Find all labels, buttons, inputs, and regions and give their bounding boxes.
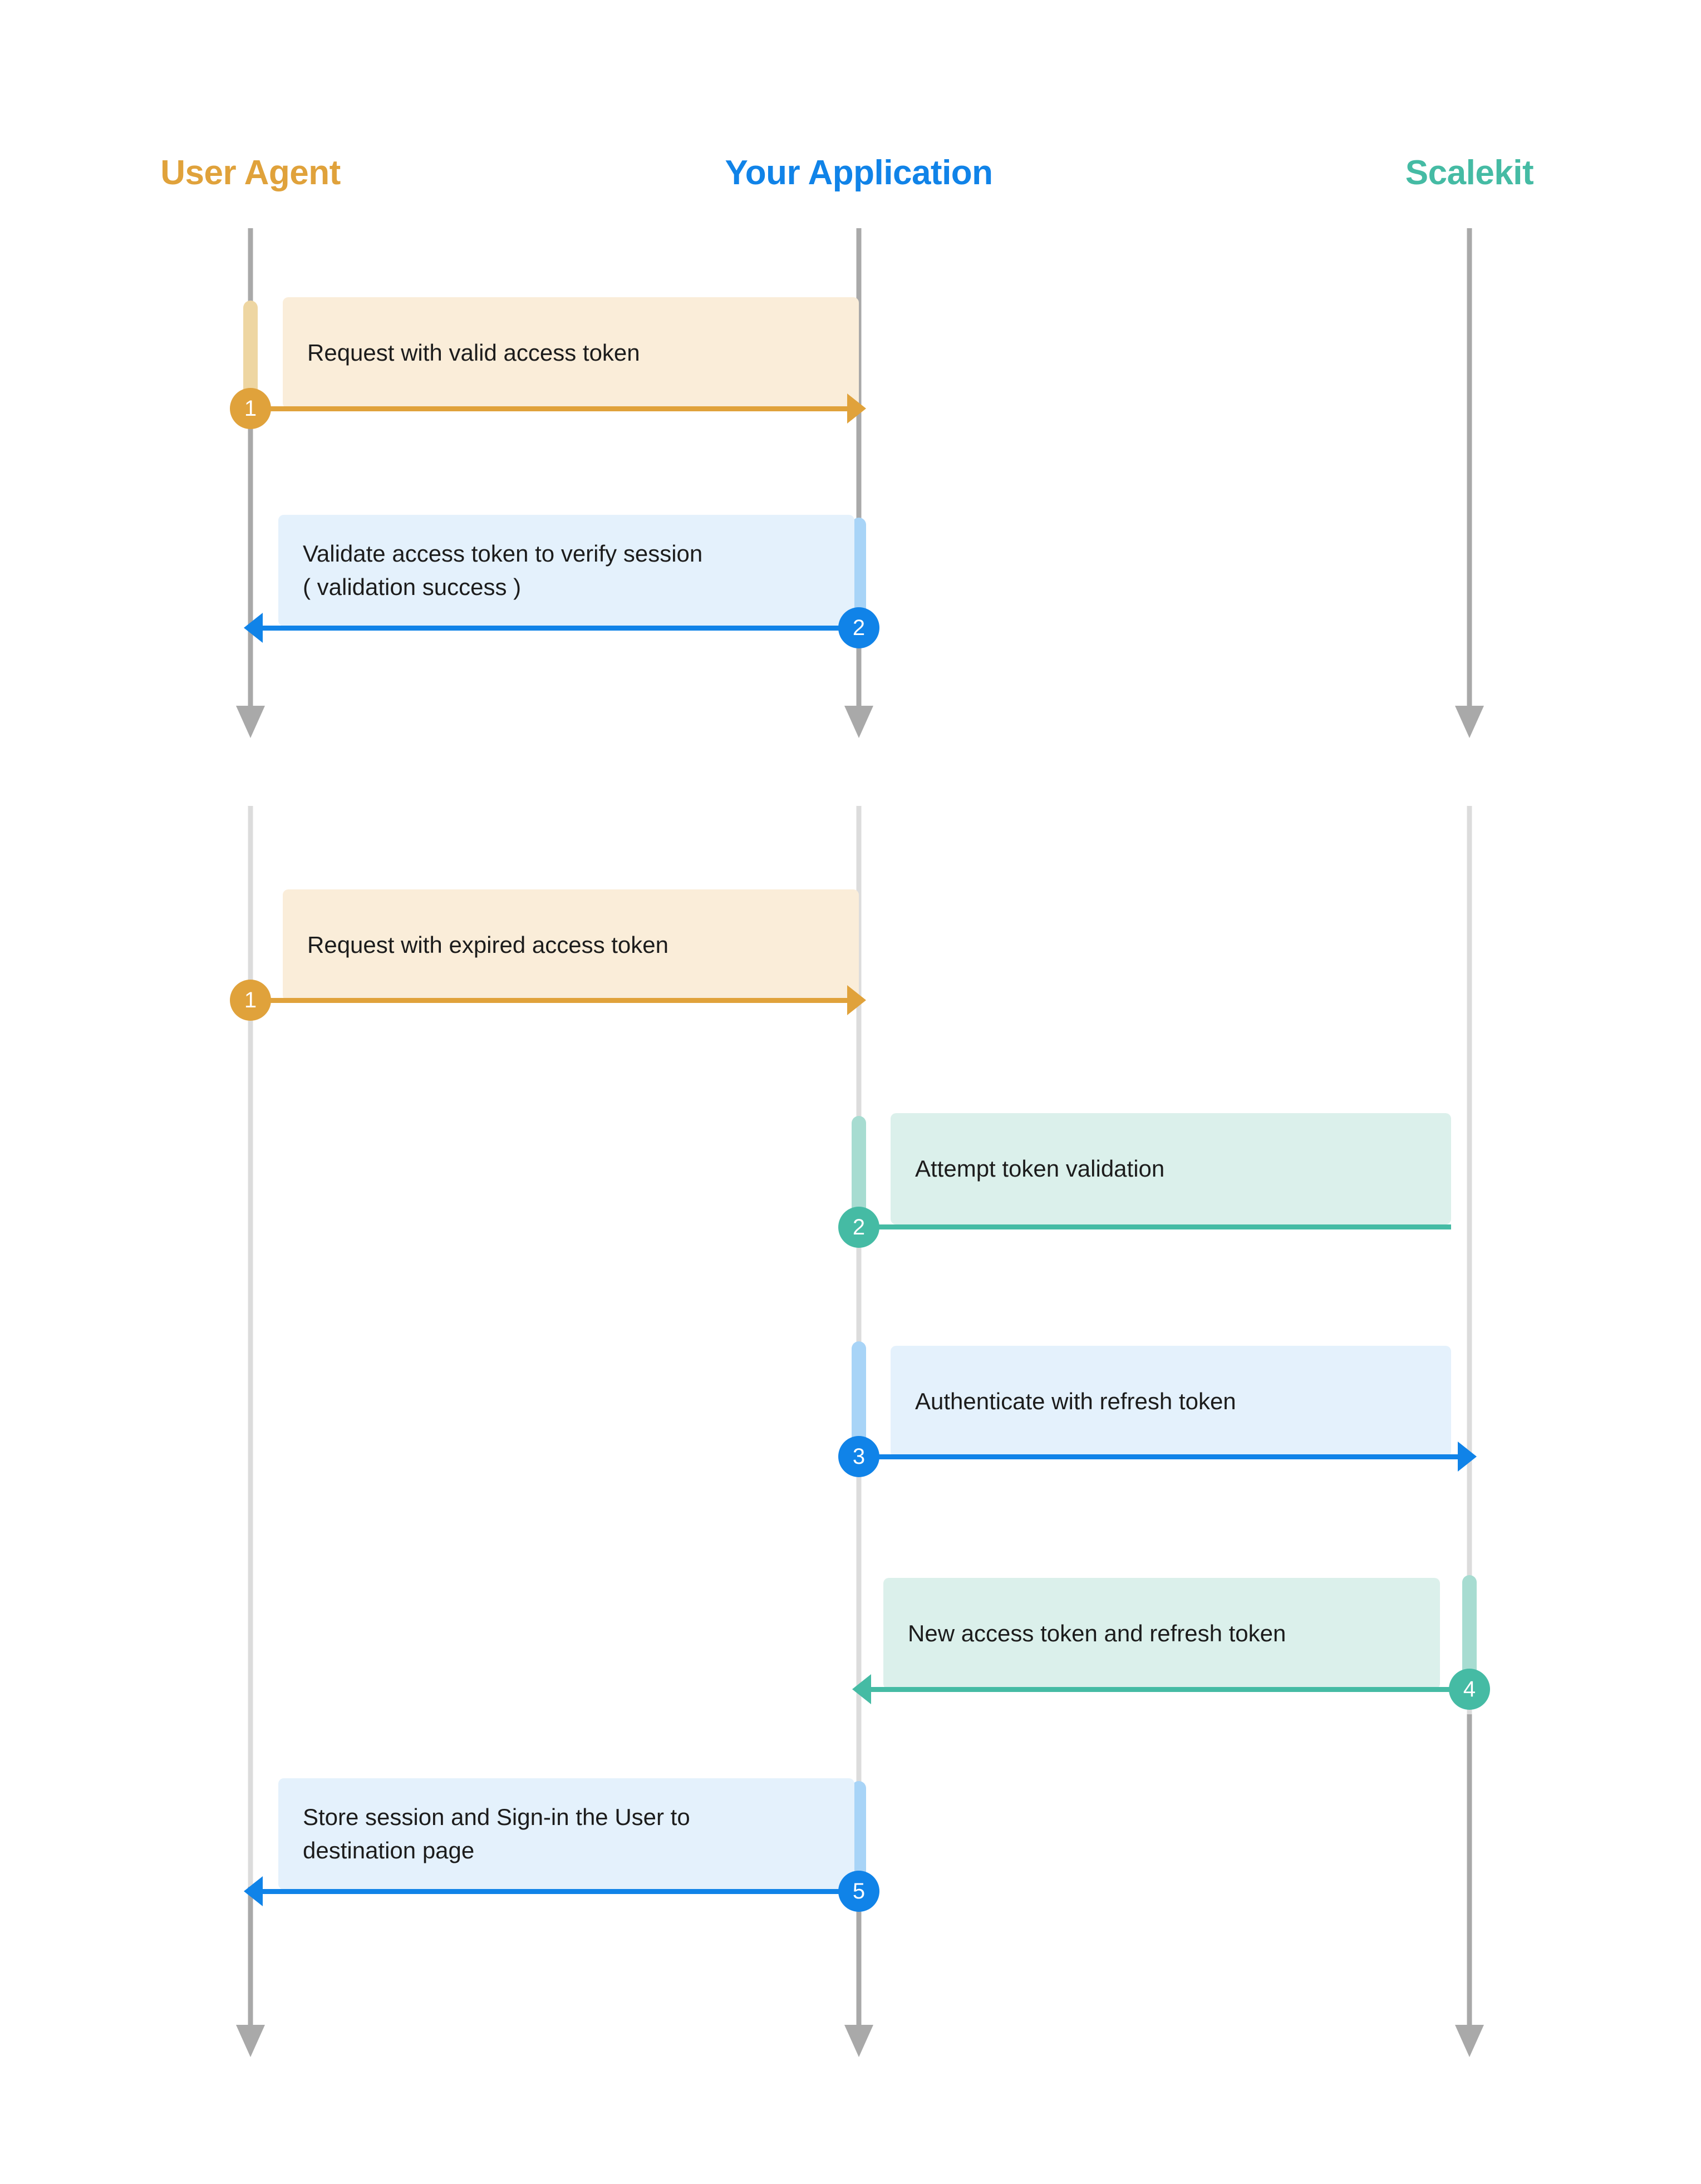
message-note-s1-m2: Validate access token to verify session … [278, 515, 854, 626]
message-line-s2-m3 [859, 1454, 1458, 1459]
lifeline-scalekit-section1 [1467, 228, 1472, 718]
message-note-s2-m4: New access token and refresh token [883, 1578, 1440, 1689]
lifeline-end-arrow-application-section2 [844, 2025, 873, 2057]
message-line-s2-m1 [250, 998, 847, 1003]
lifeline-tail-user-agent-section2 [248, 1887, 253, 2037]
message-arrowhead-right-s1-m1 [847, 393, 866, 424]
lifeline-end-arrow-scalekit-section2 [1455, 2025, 1484, 2057]
message-note-s2-m2: Attempt token validation [891, 1113, 1451, 1224]
message-line-s2-m4 [871, 1687, 1469, 1692]
lifeline-end-arrow-application-section1 [844, 706, 873, 738]
lifeline-user-agent-section1 [248, 228, 253, 718]
message-text-s2-m1: Request with expired access token [307, 932, 669, 958]
lifeline-end-arrow-user-agent-section1 [236, 706, 265, 738]
message-text-s1-m2: Validate access token to verify session … [303, 540, 703, 600]
message-line-s2-m5 [263, 1889, 859, 1894]
participant-header-scalekit: Scalekit [1405, 154, 1534, 192]
lifeline-tail-scalekit-section2 [1467, 1714, 1472, 2037]
message-line-s1-m2 [263, 626, 859, 631]
message-line-s1-m1 [250, 406, 847, 411]
participant-header-user-agent: User Agent [160, 154, 341, 192]
lifeline-user-agent-section2 [248, 806, 253, 1897]
message-text-s2-m3: Authenticate with refresh token [915, 1388, 1236, 1415]
message-line-s2-m2 [859, 1224, 1451, 1229]
lifeline-scalekit-section2 [1467, 806, 1472, 1897]
step-badge-s1-m1: 1 [230, 388, 271, 429]
message-note-s1-m1: Request with valid access token [283, 297, 859, 409]
lifeline-end-arrow-user-agent-section2 [236, 2025, 265, 2057]
step-badge-s1-m2: 2 [838, 607, 879, 648]
step-badge-s2-m1: 1 [230, 980, 271, 1021]
lifeline-end-arrow-scalekit-section1 [1455, 706, 1484, 738]
message-text-s1-m1: Request with valid access token [307, 340, 640, 366]
lifeline-application-section1 [856, 228, 862, 718]
message-arrowhead-left-s2-m5 [244, 1876, 263, 1906]
message-note-s2-m3: Authenticate with refresh token [891, 1346, 1451, 1457]
message-arrowhead-right-s2-m1 [847, 985, 866, 1015]
message-arrowhead-left-s2-m4 [852, 1674, 871, 1704]
step-badge-s2-m5: 5 [838, 1871, 879, 1912]
step-badge-s2-m3: 3 [838, 1436, 879, 1477]
step-badge-s2-m4: 4 [1449, 1669, 1490, 1710]
step-badge-s2-m2: 2 [838, 1207, 879, 1248]
message-note-s2-m5: Store session and Sign-in the User to de… [278, 1778, 854, 1890]
message-text-s2-m4: New access token and refresh token [908, 1620, 1286, 1647]
lifeline-tail-application-section2 [856, 1887, 862, 2037]
message-text-s2-m2: Attempt token validation [915, 1155, 1165, 1182]
message-note-s2-m1: Request with expired access token [283, 889, 859, 1001]
message-arrowhead-right-s2-m3 [1458, 1442, 1477, 1472]
message-text-s2-m5: Store session and Sign-in the User to de… [303, 1804, 690, 1863]
participant-header-application: Your Application [725, 154, 993, 192]
message-arrowhead-left-s1-m2 [244, 613, 263, 643]
